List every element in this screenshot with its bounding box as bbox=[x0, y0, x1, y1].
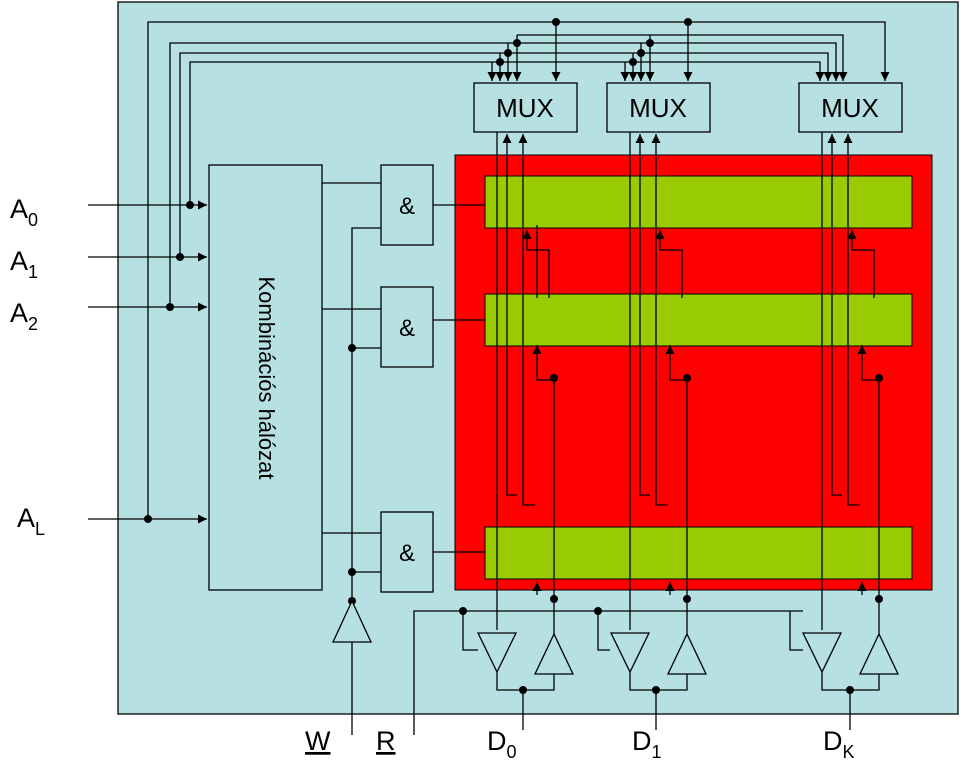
svg-text:&: & bbox=[399, 540, 415, 567]
io-buffers-k bbox=[801, 599, 900, 730]
word-row-1 bbox=[484, 293, 913, 347]
input-label-a0: A0 bbox=[10, 194, 38, 230]
word-row-l bbox=[484, 526, 913, 580]
io-buffers-1 bbox=[609, 599, 708, 730]
mux-k: MUX bbox=[798, 82, 903, 133]
input-label-a1: A1 bbox=[10, 246, 38, 282]
combinational-network bbox=[208, 164, 323, 591]
and-gate-0: & bbox=[380, 164, 434, 246]
read-label: R bbox=[376, 726, 396, 756]
decoder-wires bbox=[322, 182, 485, 605]
and-gate-l: & bbox=[380, 511, 434, 593]
svg-text:&: & bbox=[399, 315, 415, 342]
data-label-d1: D1 bbox=[632, 726, 662, 762]
svg-text:MUX: MUX bbox=[821, 93, 879, 123]
data-label-d0: D0 bbox=[487, 726, 517, 762]
bit-column-0 bbox=[496, 132, 558, 630]
write-buffer bbox=[331, 599, 373, 735]
word-row-0 bbox=[484, 175, 913, 229]
io-buffers-0 bbox=[476, 599, 575, 730]
svg-text:&: & bbox=[399, 193, 415, 220]
data-label-dk: DK bbox=[823, 726, 855, 762]
svg-text:MUX: MUX bbox=[496, 93, 554, 123]
combinational-network-label: Kombinációs hálózat bbox=[254, 276, 279, 479]
and-gate-1: & bbox=[380, 286, 434, 368]
svg-text:MUX: MUX bbox=[629, 93, 687, 123]
bit-column-k bbox=[821, 132, 883, 630]
read-line bbox=[413, 607, 803, 735]
input-label-a2: A2 bbox=[10, 298, 38, 334]
bit-column-1 bbox=[629, 132, 691, 630]
mux-0: MUX bbox=[473, 82, 578, 133]
write-label: W bbox=[305, 726, 331, 756]
address-wires bbox=[88, 18, 890, 524]
mux-1: MUX bbox=[606, 82, 711, 133]
input-label-al: AL bbox=[17, 503, 45, 539]
